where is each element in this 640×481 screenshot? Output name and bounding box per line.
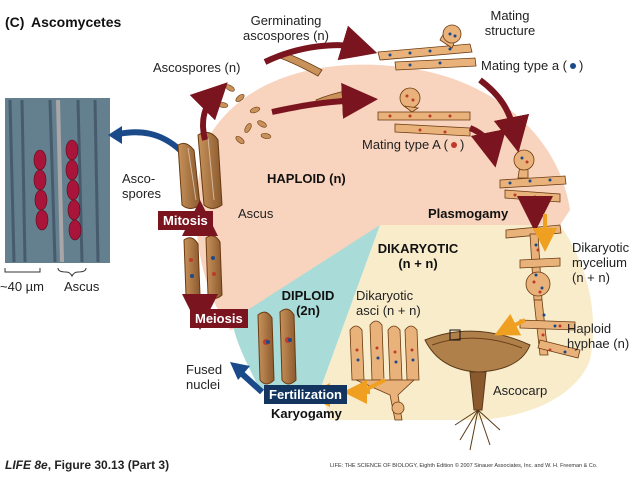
dikaryotic-line1: DIKARYOTIC xyxy=(377,241,459,256)
ascocarp-label: Ascocarp xyxy=(493,383,548,398)
mating-structure-line1: Mating xyxy=(490,8,530,23)
figure-title: Ascomycetes xyxy=(31,14,122,30)
dikaryotic-asci-line1: Dikaryotic xyxy=(356,288,414,303)
ascus-photo-label: Ascus xyxy=(64,279,100,294)
fused-nuclei-label: Fused nuclei xyxy=(186,362,222,392)
plasmogamy-label: Plasmogamy xyxy=(428,206,509,221)
germinating-line1: Germinating xyxy=(250,13,322,28)
ascospores-photo-label: Asco- spores xyxy=(122,171,161,201)
meiosis-box: Meiosis xyxy=(190,309,248,328)
karyogamy-label: Karyogamy xyxy=(271,406,342,421)
dikaryotic-asci-line2: asci (n + n) xyxy=(356,303,421,318)
dikaryotic-mycelium-line1: Dikaryotic xyxy=(572,240,630,255)
diploid-line2: (2n) xyxy=(296,303,320,318)
dikaryotic-asci-label: Dikaryotic asci (n + n) xyxy=(356,288,421,318)
germinating-label: Germinating ascospores (n) xyxy=(236,13,336,43)
mating-type-A-dot xyxy=(451,142,457,148)
hyphae-top xyxy=(377,24,477,137)
mating-type-a-label: Mating type a () xyxy=(481,58,583,73)
ascus-micrograph xyxy=(5,98,110,263)
asci-top xyxy=(177,131,223,209)
footer-left-title: LIFE 8e xyxy=(5,458,48,472)
dikaryotic-mycelium-line3: (n + n) xyxy=(572,270,610,285)
asco-line1: Asco- xyxy=(122,171,156,186)
asco-line2: spores xyxy=(122,186,162,201)
dikaryotic-mycelium-label: Dikaryotic mycelium (n + n) xyxy=(572,240,629,285)
fused-nuclei-line1: Fused xyxy=(186,362,223,377)
mating-type-a-text: Mating type a ( xyxy=(481,58,567,73)
ascus-label: Ascus xyxy=(238,206,274,221)
haploid-label: HAPLOID (n) xyxy=(267,171,346,186)
mating-type-A-label: Mating type A () xyxy=(362,137,464,152)
footer-left: LIFE 8e, Figure 30.13 (Part 3) xyxy=(5,458,169,472)
germinating-line2: ascospores (n) xyxy=(243,28,329,43)
footer-left-rest: , Figure 30.13 (Part 3) xyxy=(47,458,170,472)
mating-type-A-close: ) xyxy=(460,137,465,152)
haploid-hyphae-line1: Haploid xyxy=(567,321,612,336)
mating-structure-label: Mating structure xyxy=(475,8,545,38)
mitosis-box: Mitosis xyxy=(158,211,213,230)
dikaryotic-mycelium-line2: mycelium xyxy=(572,255,627,270)
ascospores-label: Ascospores (n) xyxy=(153,60,241,75)
dikaryotic-label: DIKARYOTIC (n + n) xyxy=(368,241,468,271)
haploid-hyphae-label: Haploid hyphae (n) xyxy=(567,321,629,351)
asci-left xyxy=(183,235,223,299)
ascocarp xyxy=(424,329,531,451)
mating-type-a-dot xyxy=(570,63,576,69)
dikaryotic-line2: (n + n) xyxy=(398,256,438,271)
fertilization-box: Fertilization xyxy=(264,385,347,404)
mating-type-a-close: ) xyxy=(579,58,584,73)
haploid-hyphae-line2: hyphae (n) xyxy=(567,336,630,351)
diploid-line1: DIPLOID xyxy=(281,288,335,303)
fused-asci xyxy=(257,308,297,385)
mating-type-A-text: Mating type A ( xyxy=(362,137,448,152)
scale-label: ~40 µm xyxy=(0,279,44,294)
footer-right: LIFE: THE SCIENCE OF BIOLOGY, Eighth Edi… xyxy=(330,463,598,469)
mating-structure-line2: structure xyxy=(484,23,536,38)
fused-nuclei-line2: nuclei xyxy=(186,377,220,392)
diploid-label: DIPLOID (2n) xyxy=(278,288,338,318)
panel-label: (C) xyxy=(5,14,25,30)
dikaryotic-region xyxy=(320,225,594,420)
